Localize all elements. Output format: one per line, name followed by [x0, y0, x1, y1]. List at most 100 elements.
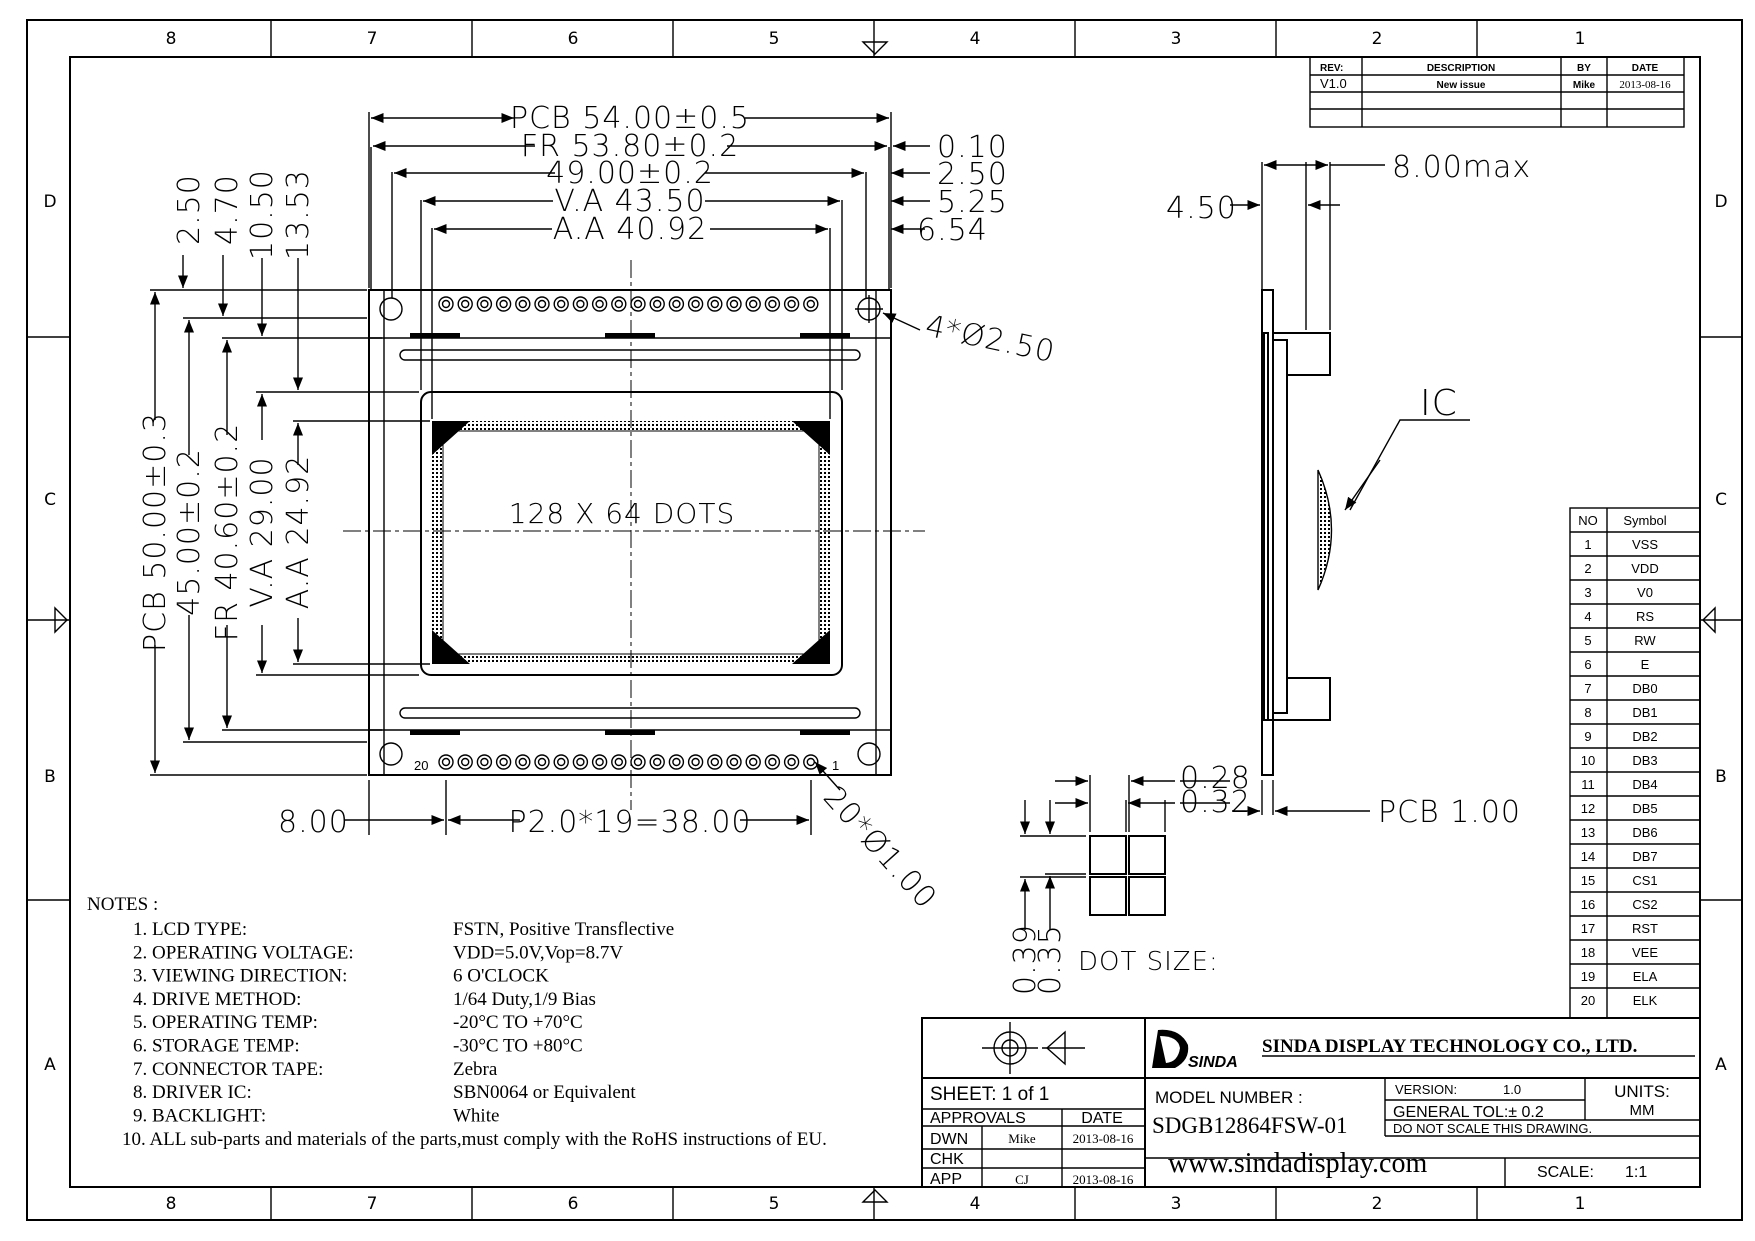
- row-label: C: [44, 490, 56, 510]
- scale-label: SCALE:: [1537, 1164, 1594, 1181]
- pcb-width-dim: PCB 54.00±0.5: [510, 101, 750, 136]
- note-label: 6. STORAGE TEMP:: [133, 1036, 300, 1057]
- top-offset-dim: 4.70: [210, 174, 245, 245]
- note-value: VDD=5.0V,Vop=8.7V: [453, 942, 623, 963]
- dot-pitch-width-dim: 0.32: [1180, 785, 1251, 820]
- projection-symbol-icon: [982, 1022, 1085, 1074]
- pin-pad: [649, 296, 665, 312]
- col-label: 6: [568, 29, 579, 49]
- by-header: BY: [1577, 63, 1591, 74]
- note-value: 6 O'CLOCK: [453, 966, 549, 987]
- pin-pad: [457, 296, 473, 312]
- title-block: SINDA SINDA DISPLAY TECHNOLOGY CO., LTD.…: [921, 1017, 1701, 1188]
- pin-hole: [480, 757, 489, 767]
- pin-hole: [441, 299, 451, 309]
- pin-pad: [649, 754, 665, 770]
- pin-number: 9: [1584, 729, 1591, 744]
- pin-no-header: NO: [1578, 513, 1598, 528]
- pin-symbol: RST: [1632, 921, 1658, 936]
- col-label: 3: [1171, 1194, 1182, 1214]
- pin-number: 16: [1581, 897, 1595, 912]
- pin-symbol: CS2: [1632, 897, 1657, 912]
- pin-pad: [553, 754, 569, 770]
- pin-pad: [630, 296, 646, 312]
- pin-symbol: DB4: [1632, 777, 1657, 792]
- pin-pad: [668, 754, 685, 770]
- pin-pad: [572, 296, 589, 312]
- pin-hole: [653, 299, 662, 309]
- pin-hole: [614, 299, 623, 309]
- top-offset-dim: 10.50: [245, 169, 280, 260]
- approval-role: APP: [930, 1171, 962, 1188]
- pin-number: 5: [1584, 633, 1591, 648]
- pin-number: 12: [1581, 801, 1595, 816]
- no-scale-note: DO NOT SCALE THIS DRAWING.: [1393, 1121, 1592, 1136]
- pin-pad: [534, 754, 550, 770]
- pin-number: 15: [1581, 873, 1595, 888]
- col-label: 4: [970, 29, 981, 49]
- pin-number: 18: [1581, 945, 1595, 960]
- dot-size-label: DOT SIZE:: [1078, 947, 1219, 977]
- pin-pad: [707, 296, 723, 312]
- pin-pad: [803, 296, 819, 312]
- pin-symbol: E: [1641, 657, 1650, 672]
- approval-role: CHK: [930, 1151, 964, 1168]
- note-label: 9. BACKLIGHT:: [133, 1105, 266, 1126]
- viewing-area-height-dim: V.A 29.00: [245, 456, 280, 607]
- offset-dim: 6.54: [917, 213, 988, 248]
- hole-callout: 4*Ø2.50: [922, 309, 1058, 371]
- company-name: SINDA DISPLAY TECHNOLOGY CO., LTD.: [1262, 1036, 1637, 1057]
- dot-width-dim: 0.28: [1180, 761, 1251, 796]
- row-label: A: [1715, 1055, 1727, 1075]
- ic-label: IC: [1420, 383, 1458, 424]
- pin-hole: [749, 299, 758, 309]
- pin-symbol: DB1: [1632, 705, 1657, 720]
- col-label: 1: [1575, 29, 1586, 49]
- units-value: MM: [1630, 1102, 1655, 1119]
- offset-dim: 2.50: [937, 157, 1008, 192]
- approval-name: CJ: [1015, 1172, 1029, 1187]
- pin-pad: [495, 296, 512, 312]
- pin-pad: [726, 754, 742, 770]
- pin-pad: [572, 754, 589, 770]
- note-label: 8. DRIVER IC:: [133, 1082, 252, 1103]
- note-value: Zebra: [453, 1059, 498, 1080]
- offset-dim: 0.10: [937, 130, 1008, 165]
- col-label: 8: [166, 29, 177, 49]
- pin-pad: [745, 296, 761, 312]
- pin-hole: [537, 299, 547, 309]
- scale-value: 1:1: [1625, 1164, 1647, 1181]
- pin-symbol: DB5: [1632, 801, 1657, 816]
- pin-pad: [438, 754, 454, 770]
- note-value: -20°C TO +70°C: [453, 1012, 583, 1033]
- pin-pad: [476, 754, 493, 770]
- pin-symbol: CS1: [1632, 873, 1657, 888]
- active-area-width-dim: A.A 40.92: [553, 212, 707, 247]
- approvals-date-header: DATE: [1081, 1110, 1122, 1127]
- pin-symbol: DB0: [1632, 681, 1657, 696]
- pin-pad: [476, 296, 493, 312]
- pin-hole: [480, 299, 489, 309]
- bezel-height-dim: 45.00±0.2: [172, 448, 207, 616]
- note-value: SBN0064 or Equivalent: [453, 1082, 636, 1103]
- pin-number: 13: [1581, 825, 1595, 840]
- side-thickness-dim: 8.00max: [1392, 150, 1531, 185]
- pin-symbol: V0: [1637, 585, 1653, 600]
- col-label: 2: [1372, 29, 1383, 49]
- pin-pad: [611, 296, 627, 312]
- col-label: 7: [367, 29, 378, 49]
- pin-hole: [672, 299, 681, 309]
- approval-role: DWN: [930, 1131, 968, 1148]
- col-label: 1: [1575, 1194, 1586, 1214]
- pin-number: 20: [1581, 993, 1595, 1008]
- row-label: D: [43, 192, 56, 212]
- pin-hole: [710, 757, 719, 767]
- pin-hole: [691, 757, 700, 767]
- pin-hole: [518, 299, 527, 309]
- pin-hole: [768, 757, 777, 767]
- pin-pad: [553, 296, 569, 312]
- pin-pad: [668, 296, 685, 312]
- notes: NOTES : 1. LCD TYPE:FSTN, Positive Trans…: [87, 894, 827, 1150]
- pin-pad: [726, 296, 742, 312]
